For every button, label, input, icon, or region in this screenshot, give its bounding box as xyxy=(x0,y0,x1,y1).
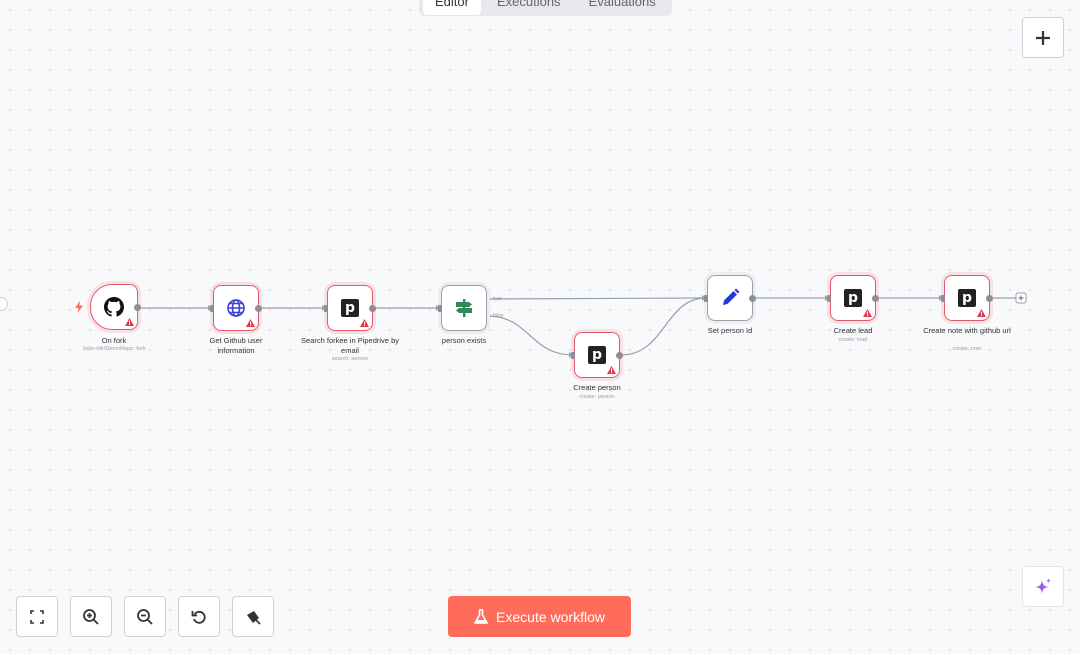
node-subtitle: create: note xyxy=(952,346,982,352)
reset-icon xyxy=(191,610,206,624)
warning-icon xyxy=(360,319,369,327)
node-label: Search forkee in Pipedrive by email xyxy=(301,336,399,355)
node-subtitle: create: person xyxy=(579,394,615,400)
node-on-fork[interactable] xyxy=(90,284,141,330)
node-label: Create person xyxy=(573,383,621,392)
node-label: Create note with github url xyxy=(923,326,1011,335)
zoom-in-button[interactable] xyxy=(70,596,112,637)
ask-ai-button[interactable] xyxy=(1022,566,1064,607)
warning-icon xyxy=(863,309,872,317)
tidy-up-icon xyxy=(247,610,261,625)
node-create-lead[interactable]: p xyxy=(827,275,879,321)
pipedrive-icon: p xyxy=(958,289,976,307)
node-subtitle: John-nltr/DemoRepo: fork xyxy=(82,346,146,352)
node-label: person exists xyxy=(441,336,487,345)
pencil-icon xyxy=(723,288,740,305)
node-subtitle: create: lead xyxy=(838,337,868,343)
if-icon xyxy=(456,299,472,317)
sparkle-icon xyxy=(1035,577,1051,594)
flask-icon xyxy=(474,608,489,624)
edge-create-setid xyxy=(620,297,707,356)
execute-workflow-label: Execute workflow xyxy=(496,608,605,625)
false-label: false xyxy=(493,313,504,319)
true-label: true xyxy=(493,296,502,302)
edge-false-create xyxy=(486,315,574,356)
tab-evaluations[interactable]: Evaluations xyxy=(588,0,656,9)
trigger-bolt-icon xyxy=(75,301,83,313)
node-subtitle: search: person xyxy=(331,356,369,362)
zoom-out-icon xyxy=(137,608,153,625)
warning-icon xyxy=(977,309,986,317)
fit-view-icon xyxy=(30,609,44,624)
reset-zoom-button[interactable] xyxy=(178,596,220,637)
warning-icon xyxy=(607,366,616,374)
view-tabs: Editor Executions Evaluations xyxy=(419,0,672,16)
node-person-exists[interactable] xyxy=(438,285,487,331)
tab-editor[interactable]: Editor xyxy=(423,0,481,15)
fit-view-button[interactable] xyxy=(16,596,58,637)
node-label: Create lead xyxy=(833,326,873,335)
warning-icon xyxy=(246,319,255,327)
node-create-note[interactable]: p xyxy=(941,275,993,321)
node-label: On fork xyxy=(101,336,127,345)
execute-workflow-button[interactable]: Execute workflow xyxy=(448,596,631,637)
zoom-in-icon xyxy=(83,608,99,625)
node-set-person-id[interactable] xyxy=(704,275,756,321)
node-create-person[interactable]: p xyxy=(571,332,623,378)
github-icon xyxy=(104,297,124,317)
node-search-forkee[interactable]: p xyxy=(324,285,376,331)
node-get-github-user[interactable] xyxy=(210,285,262,331)
globe-icon xyxy=(227,299,245,317)
tidy-up-button[interactable] xyxy=(232,596,274,637)
edge-true-setid xyxy=(486,297,707,300)
pipedrive-icon: p xyxy=(341,299,359,317)
zoom-out-button[interactable] xyxy=(124,596,166,637)
node-label: Get Github user information xyxy=(209,336,263,355)
pipedrive-icon: p xyxy=(588,346,606,364)
warning-icon xyxy=(125,318,134,326)
add-node-button[interactable] xyxy=(1022,17,1064,58)
node-label: Set person Id xyxy=(707,326,753,335)
plus-icon xyxy=(1036,30,1050,45)
pipedrive-icon: p xyxy=(844,289,862,307)
tab-executions[interactable]: Executions xyxy=(496,0,561,9)
